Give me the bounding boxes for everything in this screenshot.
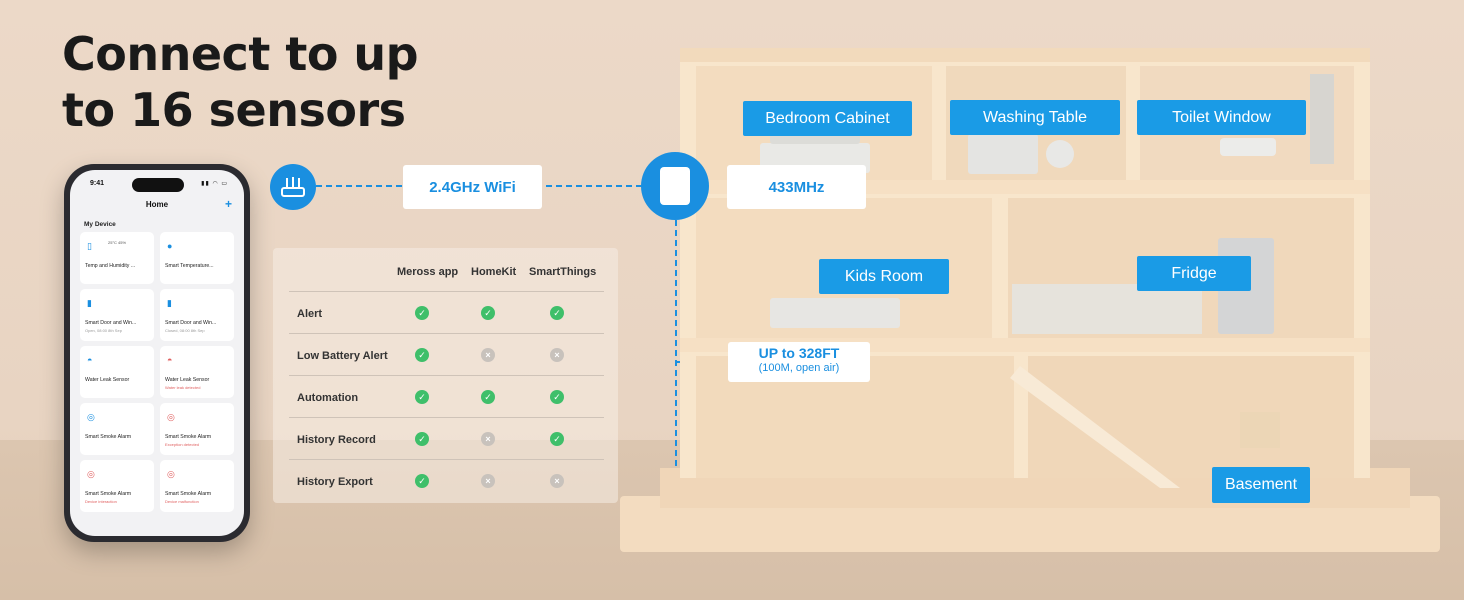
- range-label: UP to 328FT (100M, open air): [728, 342, 870, 382]
- smoke-alarm-icon: ◎: [87, 412, 95, 422]
- check-icon: ✓: [415, 348, 429, 362]
- check-icon: ✓: [481, 390, 495, 404]
- table-row: History Record ✓ × ✓: [289, 417, 604, 459]
- check-icon: ✓: [481, 306, 495, 320]
- phone-mockup: 9:41 ▮▮ ◠ ▭ Home + My Device ▯ 25°C 45% Te…: [64, 164, 250, 542]
- device-status: Closed, 08:00 8th Sep: [165, 328, 205, 333]
- device-grid: ▯ 25°C 45% Temp and Humidity ... ● Smart Tem…: [80, 232, 234, 512]
- device-name: Smart Smoke Alarm: [165, 491, 212, 497]
- row-label: Low Battery Alert: [297, 350, 388, 362]
- device-card[interactable]: ▮ Smart Door and Win... Closed, 08:00 8th …: [160, 289, 234, 341]
- room-tag-toilet-window: Toilet Window: [1137, 100, 1306, 135]
- device-status: Exception detected: [165, 442, 200, 447]
- smoke-alarm-icon: ◎: [87, 469, 95, 479]
- check-icon: ✓: [550, 306, 564, 320]
- table-row: Automation ✓ ✓ ✓: [289, 375, 604, 417]
- add-device-button[interactable]: +: [224, 197, 232, 211]
- device-name: Water Leak Sensor: [85, 377, 130, 383]
- row-label: History Record: [297, 434, 376, 446]
- thermometer-icon: ▯: [87, 241, 92, 251]
- device-reading: 25°C 45%: [108, 240, 127, 245]
- cross-icon: ×: [550, 474, 564, 488]
- range-sub: (100M, open air): [758, 362, 840, 374]
- device-name: Smart Temperature...: [165, 263, 214, 269]
- phone-screen: 9:41 ▮▮ ◠ ▭ Home + My Device ▯ 25°C 45% Te…: [70, 170, 244, 536]
- device-status: Open, 08:00 8th Sep: [85, 328, 122, 333]
- column-header: Meross app: [397, 266, 459, 278]
- row-label: Alert: [297, 308, 323, 320]
- room-tag-bedroom-cabinet: Bedroom Cabinet: [743, 101, 912, 136]
- water-leak-icon: ◓: [167, 355, 173, 365]
- device-name: Water Leak Sensor: [165, 377, 210, 383]
- device-name: Temp and Humidity ...: [85, 263, 136, 269]
- column-header: SmartThings: [529, 266, 597, 278]
- wifi-label: 2.4GHz WiFi: [403, 165, 542, 209]
- device-card[interactable]: ● Smart Temperature...: [160, 232, 234, 284]
- device-status: Water leak detected: [165, 385, 201, 390]
- status-time: 9:41: [90, 180, 105, 187]
- device-status: Device interaction: [85, 499, 117, 504]
- section-label: My Device: [84, 221, 116, 228]
- device-card[interactable]: ◓ Water Leak Sensor: [80, 346, 154, 398]
- headline: Connect to up to 16 sensors: [62, 27, 419, 137]
- hub-icon: [660, 167, 690, 205]
- check-icon: ✓: [550, 390, 564, 404]
- device-status: Device malfunction: [165, 499, 199, 504]
- app-title: Home: [145, 200, 169, 209]
- room-tag-basement: Basement: [1212, 467, 1310, 503]
- room-tag-washing-table: Washing Table: [950, 100, 1120, 135]
- cross-icon: ×: [481, 474, 495, 488]
- column-header: HomeKit: [471, 266, 517, 278]
- device-card[interactable]: ▯ 25°C 45% Temp and Humidity ...: [80, 232, 154, 284]
- cross-icon: ×: [550, 348, 564, 362]
- temperature-icon: ●: [167, 241, 173, 251]
- table-row: Alert ✓ ✓ ✓: [289, 291, 604, 333]
- room-tag-kids-room: Kids Room: [819, 259, 949, 294]
- rf-label: 433MHz: [727, 165, 866, 209]
- water-leak-icon: ◓: [87, 355, 93, 365]
- room-tag-fridge: Fridge: [1137, 256, 1251, 291]
- row-label: Automation: [297, 392, 359, 404]
- cross-icon: ×: [481, 432, 495, 446]
- door-sensor-icon: ▮: [87, 298, 92, 308]
- dynamic-island: [132, 178, 184, 192]
- router-icon: [270, 164, 316, 210]
- device-card[interactable]: ▮ Smart Door and Win... Open, 08:00 8th Se…: [80, 289, 154, 341]
- check-icon: ✓: [415, 432, 429, 446]
- range-main: UP to 328FT: [758, 345, 840, 361]
- table-row: History Export ✓ × ×: [289, 459, 604, 501]
- check-icon: ✓: [415, 474, 429, 488]
- device-name: Smart Smoke Alarm: [85, 434, 132, 440]
- device-name: Smart Door and Win...: [165, 320, 217, 326]
- compatibility-table: Meross app HomeKit SmartThings Alert✓✓✓L…: [273, 248, 618, 503]
- cross-icon: ×: [481, 348, 495, 362]
- smoke-alarm-icon: ◎: [167, 412, 175, 422]
- status-icons: ▮▮ ◠ ▭: [201, 181, 228, 187]
- device-name: Smart Smoke Alarm: [165, 434, 212, 440]
- door-sensor-icon: ▮: [167, 298, 172, 308]
- check-icon: ✓: [415, 306, 429, 320]
- check-icon: ✓: [550, 432, 564, 446]
- row-label: History Export: [297, 476, 373, 488]
- device-name: Smart Door and Win...: [85, 320, 137, 326]
- smoke-alarm-icon: ◎: [167, 469, 175, 479]
- hub-device: [641, 152, 709, 220]
- device-card[interactable]: ◎ Smart Smoke Alarm: [80, 403, 154, 455]
- device-name: Smart Smoke Alarm: [85, 491, 132, 497]
- table-row: Low Battery Alert ✓ × ×: [289, 333, 604, 375]
- check-icon: ✓: [415, 390, 429, 404]
